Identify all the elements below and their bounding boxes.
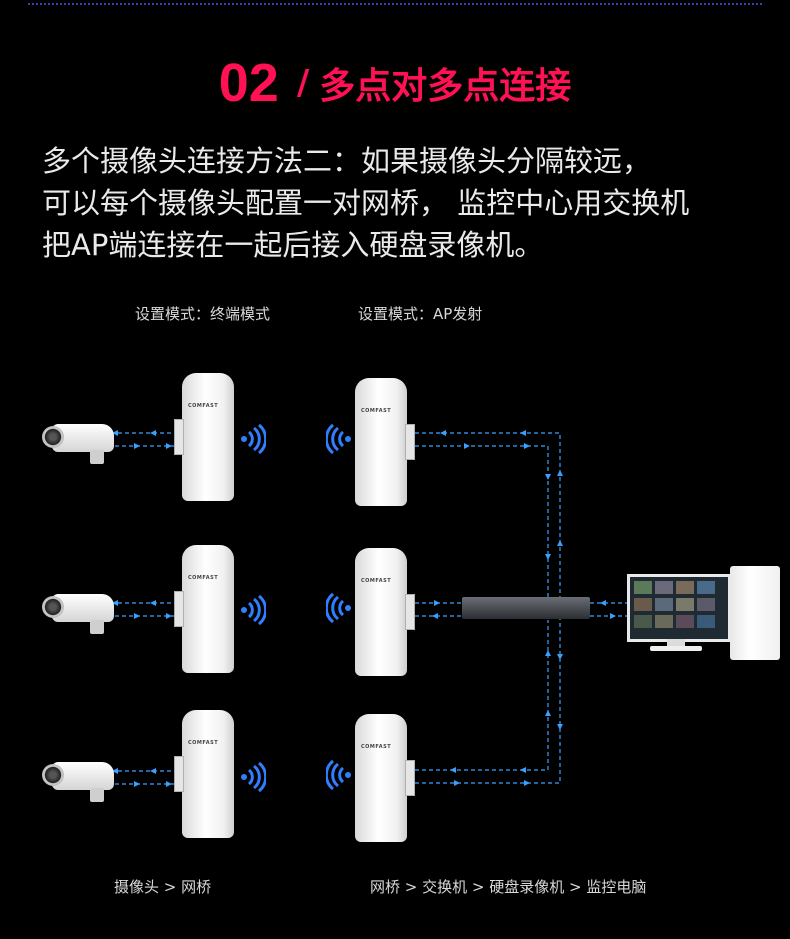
- wifi-signal-right-icon: [241, 595, 266, 625]
- section-number: 02: [218, 53, 279, 113]
- ap-bridge-3: COMFAST: [355, 714, 415, 842]
- bridge-logo: COMFAST: [188, 575, 219, 581]
- description: 多个摄像头连接方法二：如果摄像头分隔较远， 可以每个摄像头配置一对网桥， 监控中…: [42, 140, 762, 266]
- section-title: 多点对多点连接: [319, 66, 572, 107]
- monitor-screen: [627, 574, 731, 642]
- description-line-2: 可以每个摄像头配置一对网桥， 监控中心用交换机: [42, 186, 690, 220]
- terminal-bridge-1: COMFAST: [174, 373, 234, 501]
- bottom-right-flow-label: 网桥 > 交换机 > 硬盘录像机 > 监控电脑: [370, 878, 647, 896]
- ap-mode-label: 设置模式：AP发射: [358, 305, 483, 323]
- camera-3: [38, 758, 116, 804]
- camera-lens-icon: [42, 426, 64, 448]
- camera-1: [38, 420, 116, 466]
- bridge-logo: COMFAST: [188, 403, 219, 409]
- terminal-bridge-2: COMFAST: [174, 545, 234, 673]
- description-line-3: 把AP端连接在一起后接入硬盘录像机。: [42, 228, 544, 262]
- terminal-bridge-3: COMFAST: [174, 710, 234, 838]
- link-ap3-outer: [415, 616, 561, 784]
- wifi-signal-right-icon: [241, 424, 266, 454]
- ap-bridge-2: COMFAST: [355, 548, 415, 676]
- camera-2: [38, 590, 116, 636]
- monitor-base: [650, 646, 702, 651]
- section-heading: 02 /多点对多点连接: [0, 52, 790, 114]
- bridge-logo: COMFAST: [361, 408, 392, 414]
- camera-lens-icon: [42, 596, 64, 618]
- top-dotted-divider: [28, 3, 762, 5]
- wifi-signal-left-icon: [326, 424, 351, 454]
- network-switch: [462, 597, 590, 619]
- description-line-1: 多个摄像头连接方法二：如果摄像头分隔较远，: [42, 144, 652, 178]
- link-ap1-outer: [415, 432, 561, 604]
- terminal-mode-label: 设置模式：终端模式: [135, 305, 271, 323]
- wifi-signal-right-icon: [241, 762, 266, 792]
- bottom-left-flow-label: 摄像头 > 网桥: [114, 878, 212, 896]
- bridge-logo: COMFAST: [361, 578, 392, 584]
- bridge-logo: COMFAST: [361, 744, 392, 750]
- ap-bridge-1: COMFAST: [355, 378, 415, 506]
- link-ap1-inner: [415, 445, 549, 617]
- wifi-signal-left-icon: [326, 593, 351, 623]
- pc-tower: [730, 566, 780, 660]
- bridge-logo: COMFAST: [188, 740, 219, 746]
- link-ap3-inner: [415, 620, 549, 771]
- wifi-signal-left-icon: [326, 760, 351, 790]
- monitor-stand: [667, 639, 685, 647]
- heading-separator: /: [296, 63, 310, 103]
- camera-lens-icon: [42, 764, 64, 786]
